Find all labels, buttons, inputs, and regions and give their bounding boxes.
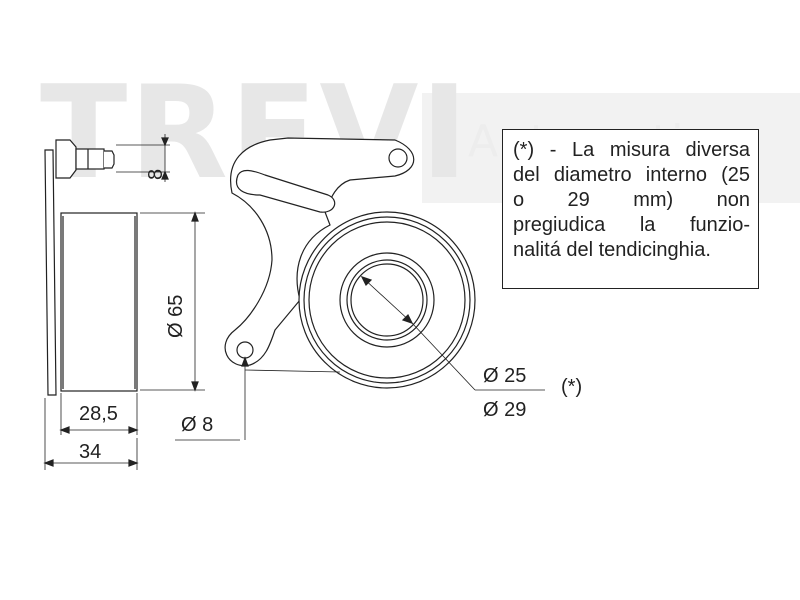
side-bolt-tip	[104, 150, 115, 169]
dimension-inner-diameter-a: Ø 25	[483, 365, 527, 387]
pulley-bore	[350, 263, 424, 337]
dimension-total-width: 34	[79, 441, 102, 463]
note-line: nalitá del tendicinghia.	[513, 239, 711, 261]
bracket-slot	[236, 169, 336, 213]
note-box: (*) - La misura diversa del diametro int…	[502, 129, 759, 289]
dimension-pin-length: 8	[145, 168, 167, 180]
dimension-outer-diameter: Ø 65	[165, 294, 187, 338]
note-line: pregiudica la funzio-	[513, 214, 750, 236]
side-bolt	[55, 139, 77, 179]
side-plate	[44, 149, 57, 396]
note-line: del diametro interno (25	[513, 164, 750, 186]
note-line: (*) - La misura diversa	[513, 139, 750, 161]
dimension-note-mark: (*)	[561, 376, 583, 398]
bracket-top-hole	[388, 148, 408, 168]
bracket-pin-hole	[236, 341, 254, 359]
dimension-inner-diameter-b: Ø 29	[483, 399, 527, 421]
note-line: o 29 mm) non	[513, 189, 750, 211]
side-bolt-shank	[75, 148, 105, 170]
side-roller	[60, 212, 138, 392]
dimension-roller-width: 28,5	[79, 403, 118, 425]
dimension-hole-diameter: Ø 8	[181, 414, 214, 436]
